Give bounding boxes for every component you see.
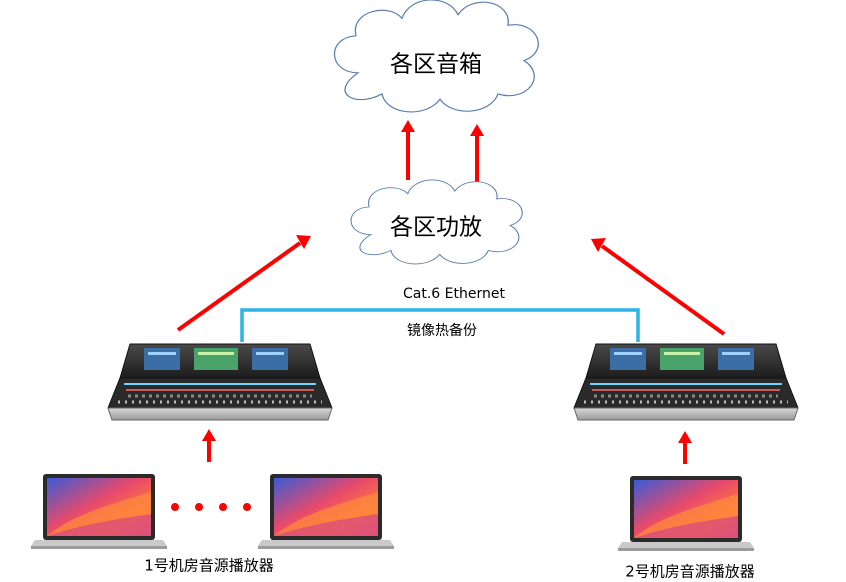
amp-to-speakers-arrows	[401, 120, 484, 184]
room1-label: 1号机房音源播放器	[144, 557, 274, 575]
left-up-arrow-head	[202, 429, 216, 441]
speakers-cloud: 各区音箱	[333, 0, 539, 113]
right-diagonal-arrow	[600, 244, 726, 336]
up-arrow-left-head	[401, 120, 415, 132]
ethernet-cable-line	[240, 308, 640, 342]
amplifiers-label: 各区功放	[390, 215, 482, 241]
ethernet-link: Cat.6 Ethernet 镜像热备份	[240, 286, 640, 342]
ellipsis-dots	[171, 503, 251, 511]
mixing-console-left	[106, 342, 334, 422]
laptop-room1-b	[258, 474, 394, 549]
laptop-room1-a	[31, 474, 167, 549]
right-up-arrow-head	[678, 431, 692, 443]
console-to-amp-arrows	[176, 235, 726, 336]
room2-label: 2号机房音源播放器	[625, 563, 755, 581]
up-arrow-right-head	[470, 124, 484, 136]
mixing-console-right	[572, 342, 800, 422]
left-diagonal-arrow	[176, 241, 302, 332]
left-diagonal-arrow-head	[296, 235, 311, 249]
right-diagonal-arrow-head	[591, 238, 606, 252]
backup-mode-label: 镜像热备份	[407, 322, 477, 339]
amplifiers-cloud: 各区功放	[350, 179, 523, 265]
speakers-label: 各区音箱	[390, 52, 482, 78]
laptop-to-console-arrows	[202, 429, 692, 464]
laptop-room2	[618, 476, 754, 551]
ethernet-label: Cat.6 Ethernet	[403, 286, 505, 302]
